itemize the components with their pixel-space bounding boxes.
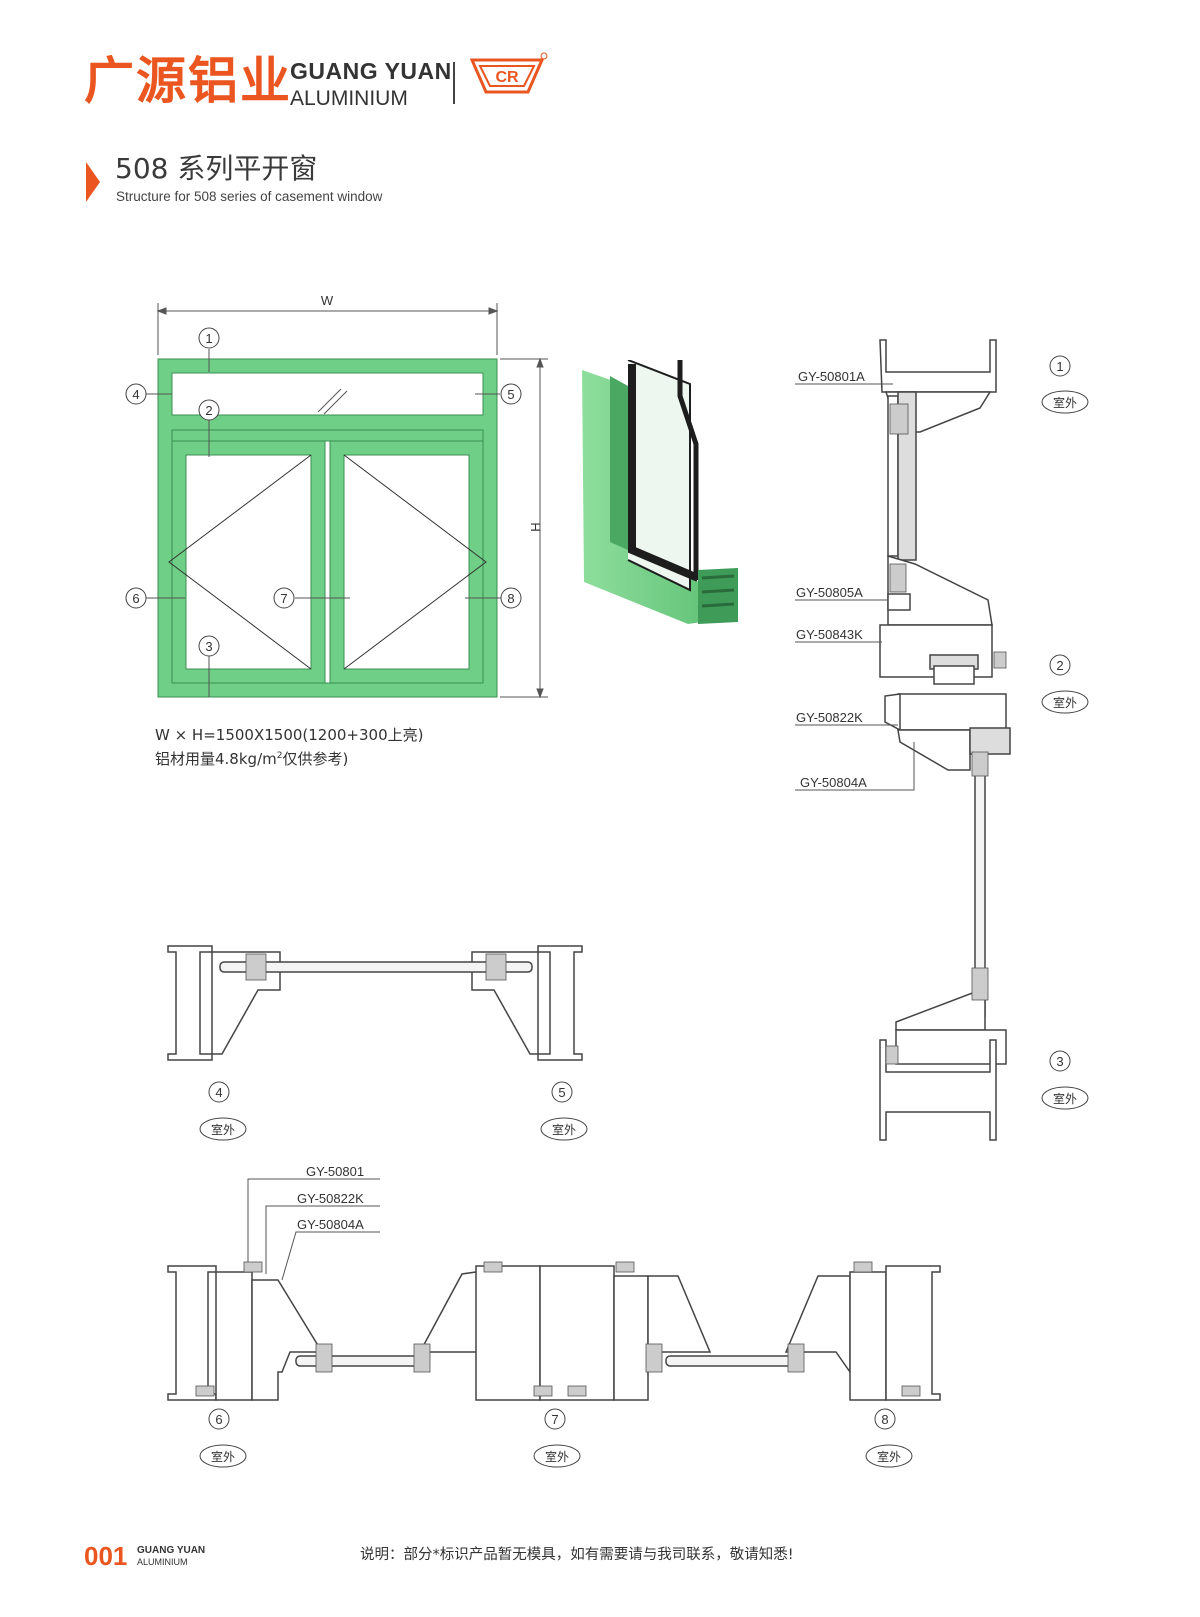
page-number: 001 [84, 1541, 128, 1571]
svg-text:4: 4 [215, 1085, 222, 1100]
svg-text:2: 2 [1056, 658, 1063, 673]
outdoor-label: 室外 [877, 1449, 901, 1464]
bottom-marker-right: 8 室外 [865, 1408, 913, 1468]
svg-text:4: 4 [132, 387, 139, 402]
page-subtitle: Structure for 508 series of casement win… [116, 189, 383, 204]
horizontal-sealants [195, 1261, 921, 1397]
outdoor-label: 室外 [1053, 695, 1077, 710]
height-label: H [528, 522, 543, 531]
marker-6: 6 [125, 587, 147, 609]
footer-note: 说明：部分*标识产品暂无模具，如有需要请与我司联系，敬请知悉! [360, 1547, 794, 1563]
svg-text:6: 6 [132, 591, 139, 606]
page-title: 508 系列平开窗 [115, 152, 318, 185]
marker-7: 7 [273, 587, 295, 609]
marker-2: 2 [198, 399, 220, 421]
footer-brand-line2: ALUMINIUM [137, 1557, 188, 1567]
outdoor-label: 室外 [1053, 395, 1077, 410]
profile-code: GY-50801 [306, 1164, 365, 1179]
profile-code: GY-50822K [796, 710, 863, 725]
svg-text:1: 1 [205, 331, 212, 346]
profile-code: GY-50801A [798, 369, 865, 384]
marker-leaders [146, 349, 501, 697]
profile-code: GY-50804A [297, 1217, 364, 1232]
marker-3: 3 [198, 635, 220, 657]
brand-divider [453, 62, 455, 104]
outdoor-label: 室外 [552, 1122, 576, 1137]
side-marker-left: 4 室外 [199, 1081, 247, 1141]
profile-code: GY-50805A [796, 585, 863, 600]
bottom-marker-mid: 7 室外 [533, 1408, 581, 1468]
material-usage-note: 铝材用量4.8kg/m2仅供参考) [155, 750, 349, 768]
brand-name-cn: 广源铝业 [84, 52, 292, 110]
horizontal-code-leaders [247, 1178, 380, 1281]
side-marker-right: 5 室外 [540, 1081, 588, 1141]
marker-8: 8 [500, 587, 522, 609]
brand-name-en-line1: GUANG YUAN [290, 58, 452, 84]
glass-hatch [317, 388, 348, 415]
svg-text:7: 7 [280, 591, 287, 606]
marker-5: 5 [500, 383, 522, 405]
svg-text:3: 3 [205, 639, 212, 654]
outdoor-label: 室外 [545, 1449, 569, 1464]
profile-code: GY-50822K [297, 1191, 364, 1206]
outdoor-label: 室外 [1053, 1091, 1077, 1106]
marker-1: 1 [198, 327, 220, 349]
side-sealants [245, 953, 507, 981]
bottom-marker-left: 6 室外 [199, 1408, 247, 1468]
title-arrow-icon [86, 162, 100, 202]
section-code-leaders [795, 383, 915, 791]
footer-brand-line1: GUANG YUAN [137, 1545, 206, 1556]
height-dimension [500, 357, 548, 699]
svg-text:8: 8 [507, 591, 514, 606]
width-label: W [321, 293, 334, 308]
outdoor-label: 室外 [211, 1122, 235, 1137]
marker-4: 4 [125, 383, 147, 405]
dimension-note: W × H=1500X1500(1200+300上亮) [155, 726, 424, 744]
section-marker-1: 1 室外 [1041, 355, 1089, 414]
svg-text:CR: CR [495, 69, 519, 86]
svg-text:8: 8 [881, 1412, 888, 1427]
svg-text:5: 5 [558, 1085, 565, 1100]
svg-text:3: 3 [1056, 1054, 1063, 1069]
svg-text:1: 1 [1056, 359, 1063, 374]
glazing-sealants [885, 403, 1007, 1065]
profile-corner-render [582, 360, 738, 624]
profile-code: GY-50843K [796, 627, 863, 642]
outdoor-label: 室外 [211, 1449, 235, 1464]
section-marker-2: 2 室外 [1041, 654, 1089, 714]
svg-text:7: 7 [551, 1412, 558, 1427]
brand-logo: CR [470, 52, 548, 94]
width-dimension [156, 303, 499, 355]
opening-direction-lines [168, 454, 487, 670]
profile-code: GY-50804A [800, 775, 867, 790]
svg-text:5: 5 [507, 387, 514, 402]
svg-text:6: 6 [215, 1412, 222, 1427]
section-marker-3: 3 室外 [1041, 1050, 1089, 1110]
svg-text:2: 2 [205, 403, 212, 418]
brand-name-en-line2: ALUMINIUM [290, 87, 408, 110]
